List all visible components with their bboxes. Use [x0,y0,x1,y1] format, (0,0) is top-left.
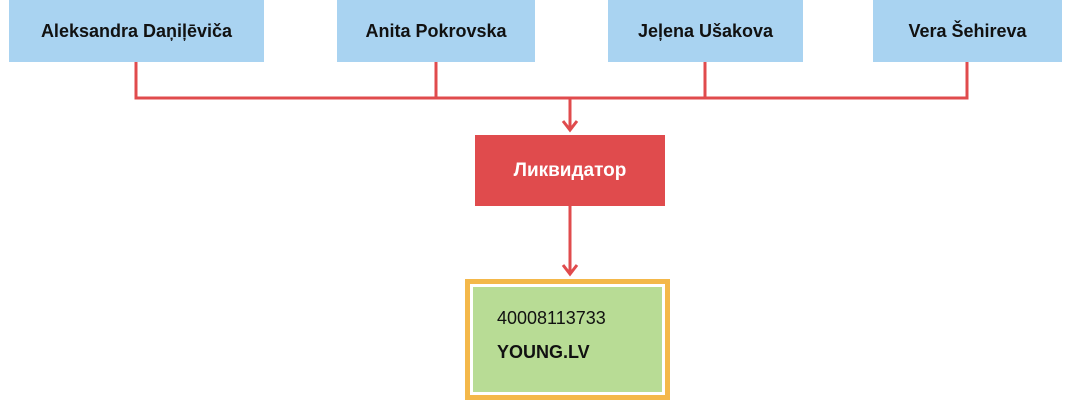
person-name: Anita Pokrovska [365,20,507,41]
person-name: Vera Šehireva [908,20,1027,41]
arrowhead-role [561,120,579,133]
company-card: 40008113733 YOUNG.LV [473,287,662,392]
role-label: Ликвидатор [513,159,627,181]
company-box[interactable]: 40008113733 YOUNG.LV [465,279,670,400]
person-box[interactable]: Anita Pokrovska [337,0,535,62]
company-registration-number: 40008113733 [497,308,606,328]
person-box[interactable]: Aleksandra Daņiļēviča [9,0,264,62]
person-box[interactable]: Vera Šehireva [873,0,1062,62]
arrowhead-company [561,264,579,277]
person-name: Jeļena Ušakova [637,20,774,41]
person-name: Aleksandra Daņiļēviča [40,20,233,41]
person-box[interactable]: Jeļena Ušakova [608,0,803,62]
role-box[interactable]: Ликвидатор [475,135,665,206]
company-name: YOUNG.LV [497,342,590,362]
